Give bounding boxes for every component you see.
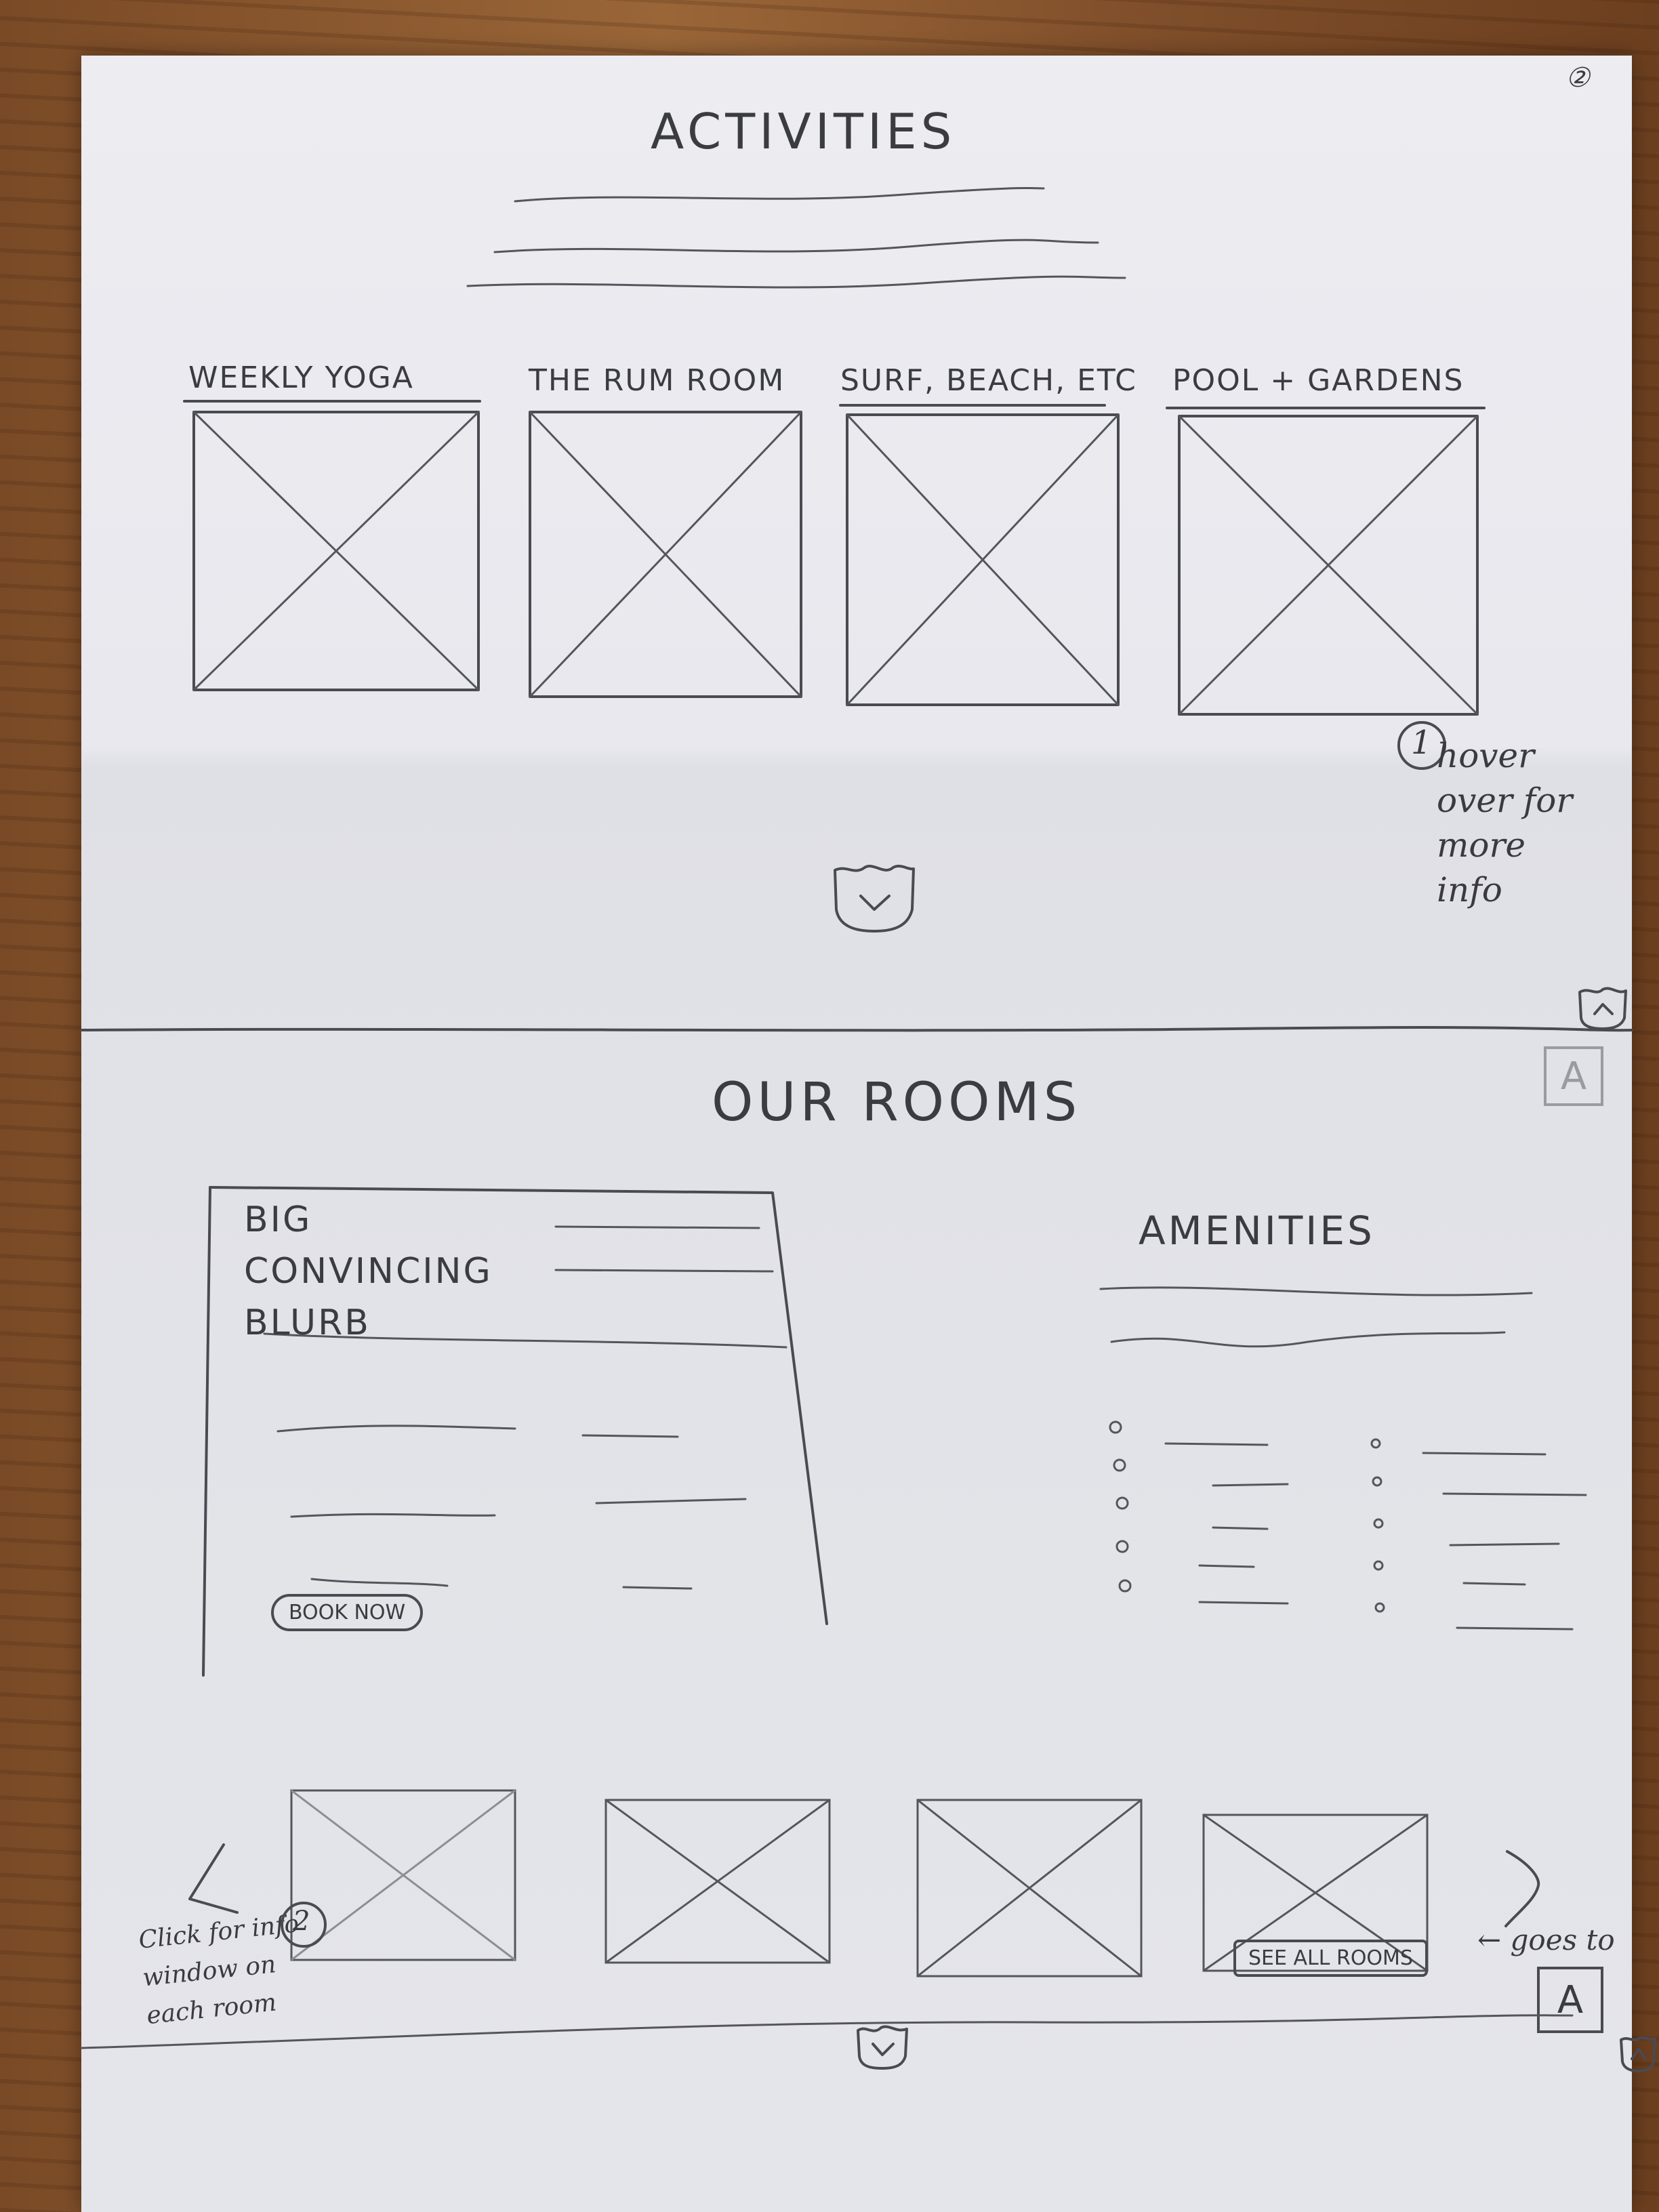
activity-tile-title: POOL + GARDENS — [1172, 363, 1465, 398]
room-thumbnail[interactable] — [1193, 1804, 1437, 1994]
room-thumbnail[interactable] — [596, 1790, 840, 1980]
image-placeholder-icon — [605, 1799, 831, 1964]
amenities-title: AMENITIES — [1139, 1208, 1375, 1254]
room-thumbnail[interactable] — [908, 1790, 1152, 1994]
image-placeholder-icon — [290, 1789, 516, 1961]
activity-tile-pool-gardens[interactable]: POOL + GARDENS — [1159, 361, 1511, 754]
hover-note: hover over for more info — [1437, 736, 1573, 909]
chevron-down-icon[interactable] — [854, 2021, 915, 2075]
chevron-up-icon[interactable] — [1618, 2034, 1659, 2075]
goes-to-note: ← goes to — [1477, 1923, 1615, 1957]
image-placeholder-icon — [529, 411, 802, 698]
book-now-button[interactable]: BOOK NOW — [271, 1594, 424, 1631]
activity-tile-title: SURF, BEACH, ETC — [840, 363, 1137, 398]
image-placeholder-icon — [916, 1799, 1143, 1978]
activity-tile-surf-beach[interactable]: SURF, BEACH, ETC — [827, 361, 1139, 747]
room-thumbnail[interactable] — [285, 1784, 529, 1973]
image-placeholder-icon — [839, 404, 1120, 706]
activities-title: ACTIVITIES — [651, 103, 956, 160]
blurb-box — [202, 1186, 828, 1677]
chevron-left-icon[interactable] — [176, 1838, 244, 1933]
section-divider — [80, 1026, 1633, 1032]
image-placeholder-icon — [183, 400, 481, 691]
activities-intro-lines — [466, 186, 1126, 289]
note-number-circle-icon — [1397, 721, 1446, 770]
rooms-title: OUR ROOMS — [712, 1072, 1082, 1133]
chevron-up-icon[interactable] — [1576, 984, 1630, 1031]
image-placeholder-icon — [1166, 407, 1486, 716]
amenities-list — [1099, 1286, 1587, 1631]
page-number: ② — [1565, 62, 1590, 94]
activity-tile-rum-room[interactable]: THE RUM ROOM — [515, 361, 827, 740]
section-divider — [80, 2014, 1574, 2049]
faded-anchor-box: A — [1544, 1046, 1603, 1106]
blurb-title: BIG CONVINCING BLURB — [244, 1200, 493, 1343]
note-number: 2 — [293, 1906, 310, 1937]
sketch-paper: ② ACTIVITIES WEEKLY YOGA THE RUM ROOM SU… — [80, 56, 1656, 2212]
chevron-right-icon[interactable] — [1498, 1845, 1552, 1940]
image-placeholder-icon — [1202, 1814, 1429, 1972]
see-all-rooms-button[interactable]: SEE ALL ROOMS — [1233, 1940, 1428, 1977]
activity-tile-yoga[interactable]: WEEKLY YOGA — [182, 361, 487, 740]
activity-tile-title: WEEKLY YOGA — [188, 361, 414, 395]
chevron-down-icon[interactable] — [827, 855, 922, 937]
activity-tile-title: THE RUM ROOM — [529, 363, 785, 398]
note-number: 1 — [1411, 724, 1432, 762]
note-number-circle-icon — [281, 1902, 327, 1948]
